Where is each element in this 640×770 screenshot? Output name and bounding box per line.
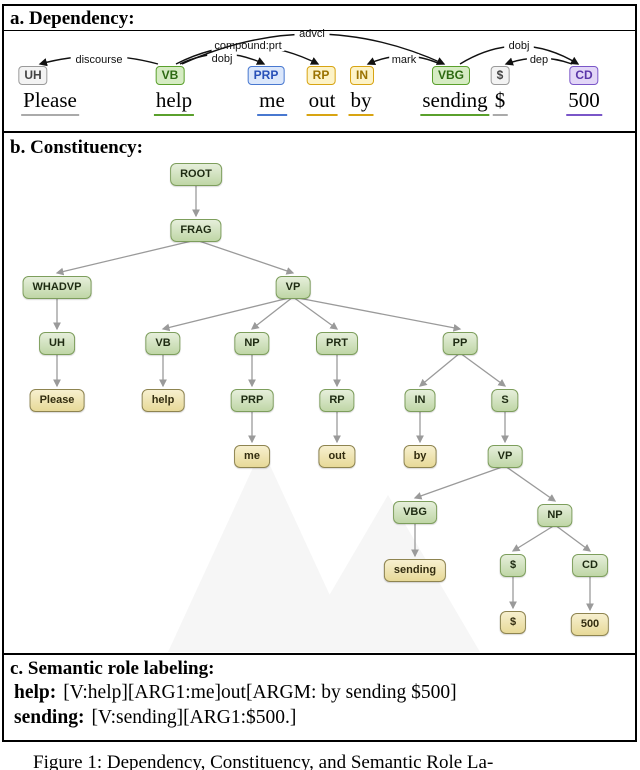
tree-leaf-sending: sending [383,559,447,582]
tree-leaf-please: Please [29,389,85,412]
token-word-please: Please [21,88,79,116]
tree-leaf-500: 500 [570,613,610,636]
tree-edge [413,465,506,500]
srl-predicate: help: [14,682,57,703]
pos-tag-vb: VB [155,66,185,85]
tree-node-whadvp: WHADVP [22,276,92,299]
arc-label-compound:prt: compound:prt [214,40,281,52]
tree-edge [161,296,294,332]
pos-tag-rp: RP [306,66,336,85]
srl-arguments: [V:sending][ARG1:$500.] [91,707,297,728]
srl-predicate: sending: [14,707,85,728]
tree-edge [459,352,507,387]
figure-caption: Figure 1: Dependency, Constituency, and … [33,752,494,770]
section-c-title: c. Semantic role labeling: [10,658,215,679]
tree-node-rp: RP [319,389,355,412]
token-word-out: out [306,88,338,116]
tree-node-vb: VB [145,332,181,355]
token-word-help: help [153,88,195,116]
tree-node-prt: PRT [316,332,358,355]
tree-node-vbg: VBG [393,501,437,524]
pos-tag-cd: CD [569,66,599,85]
arc-label-dobj: dobj [212,53,233,65]
tree-edge [195,239,295,275]
tree-node-s: S [491,389,519,412]
tree-node-np: NP [537,504,573,527]
arc-label-dep: dep [530,54,548,66]
srl-arguments: [V:help][ARG1:me]out[ARGM: by sending $5… [63,682,457,703]
arc-label-bg [504,40,534,51]
tree-edge [504,465,557,502]
pos-tag-in: IN [350,66,374,85]
tree-node-frag: FRAG [170,219,222,242]
token-word-me: me [257,88,287,116]
arc-label-mark: mark [392,54,417,66]
arc-label-advcl: advcl [299,28,325,40]
tree-leaf-out: out [318,445,356,468]
tree-node-vp: VP [487,445,523,468]
arc-label-bg [207,53,237,64]
arc-label-bg [211,40,285,51]
tree-node-in: IN [404,389,436,412]
arc-label-discourse: discourse [75,54,122,66]
pos-tag-prp: PRP [247,66,285,85]
tree-leaf-by: by [403,445,437,468]
tree-node-prp: PRP [230,389,274,412]
tree-edge [511,524,556,552]
divider-under-a-title [2,30,637,31]
tree-leaf-me: me [234,445,270,468]
arc-label-bg [526,54,552,65]
section-b-title: b. Constituency: [10,137,144,158]
token-word-dollar: $ [492,88,508,116]
pos-tag-vbg: VBG [431,66,471,85]
tree-edge [55,239,197,276]
tree-edge [418,352,461,387]
constituency-edges [53,184,594,612]
arc-label-bg [70,54,128,65]
tree-node-vp: VP [275,276,311,299]
tree-node-np: NP [234,332,270,355]
token-word-500: 500 [566,88,602,116]
tree-edge [554,524,592,552]
pos-tag-uh: UH [18,66,48,85]
token-word-sending: sending [420,88,490,116]
tree-leaf-help: help [141,389,185,412]
tree-edge [292,296,462,332]
divider-b-c [2,653,637,655]
divider-a-b [2,131,637,133]
arc-label-bg [389,54,419,65]
watermark-shape [168,448,356,652]
section-a-title: a. Dependency: [10,8,135,29]
pos-tag-dollar: $ [490,66,510,85]
srl-line-help: help: [V:help][ARG1:me]out[ARGM: by sendi… [14,682,457,704]
tree-node-uh: UH [39,332,75,355]
tree-node-dollar: $ [499,554,527,577]
srl-line-sending: sending: [V:sending][ARG1:$500.] [14,707,296,729]
tree-node-pp: PP [442,332,478,355]
tree-edge [292,296,339,330]
arc-label-bg [294,28,330,39]
arc-label-dobj: dobj [509,40,530,52]
tree-node-cd: CD [572,554,608,577]
token-word-by: by [348,88,374,116]
tree-edge [250,296,294,330]
tree-leaf-dollar: $ [499,611,527,634]
tree-node-root: ROOT [170,163,222,186]
